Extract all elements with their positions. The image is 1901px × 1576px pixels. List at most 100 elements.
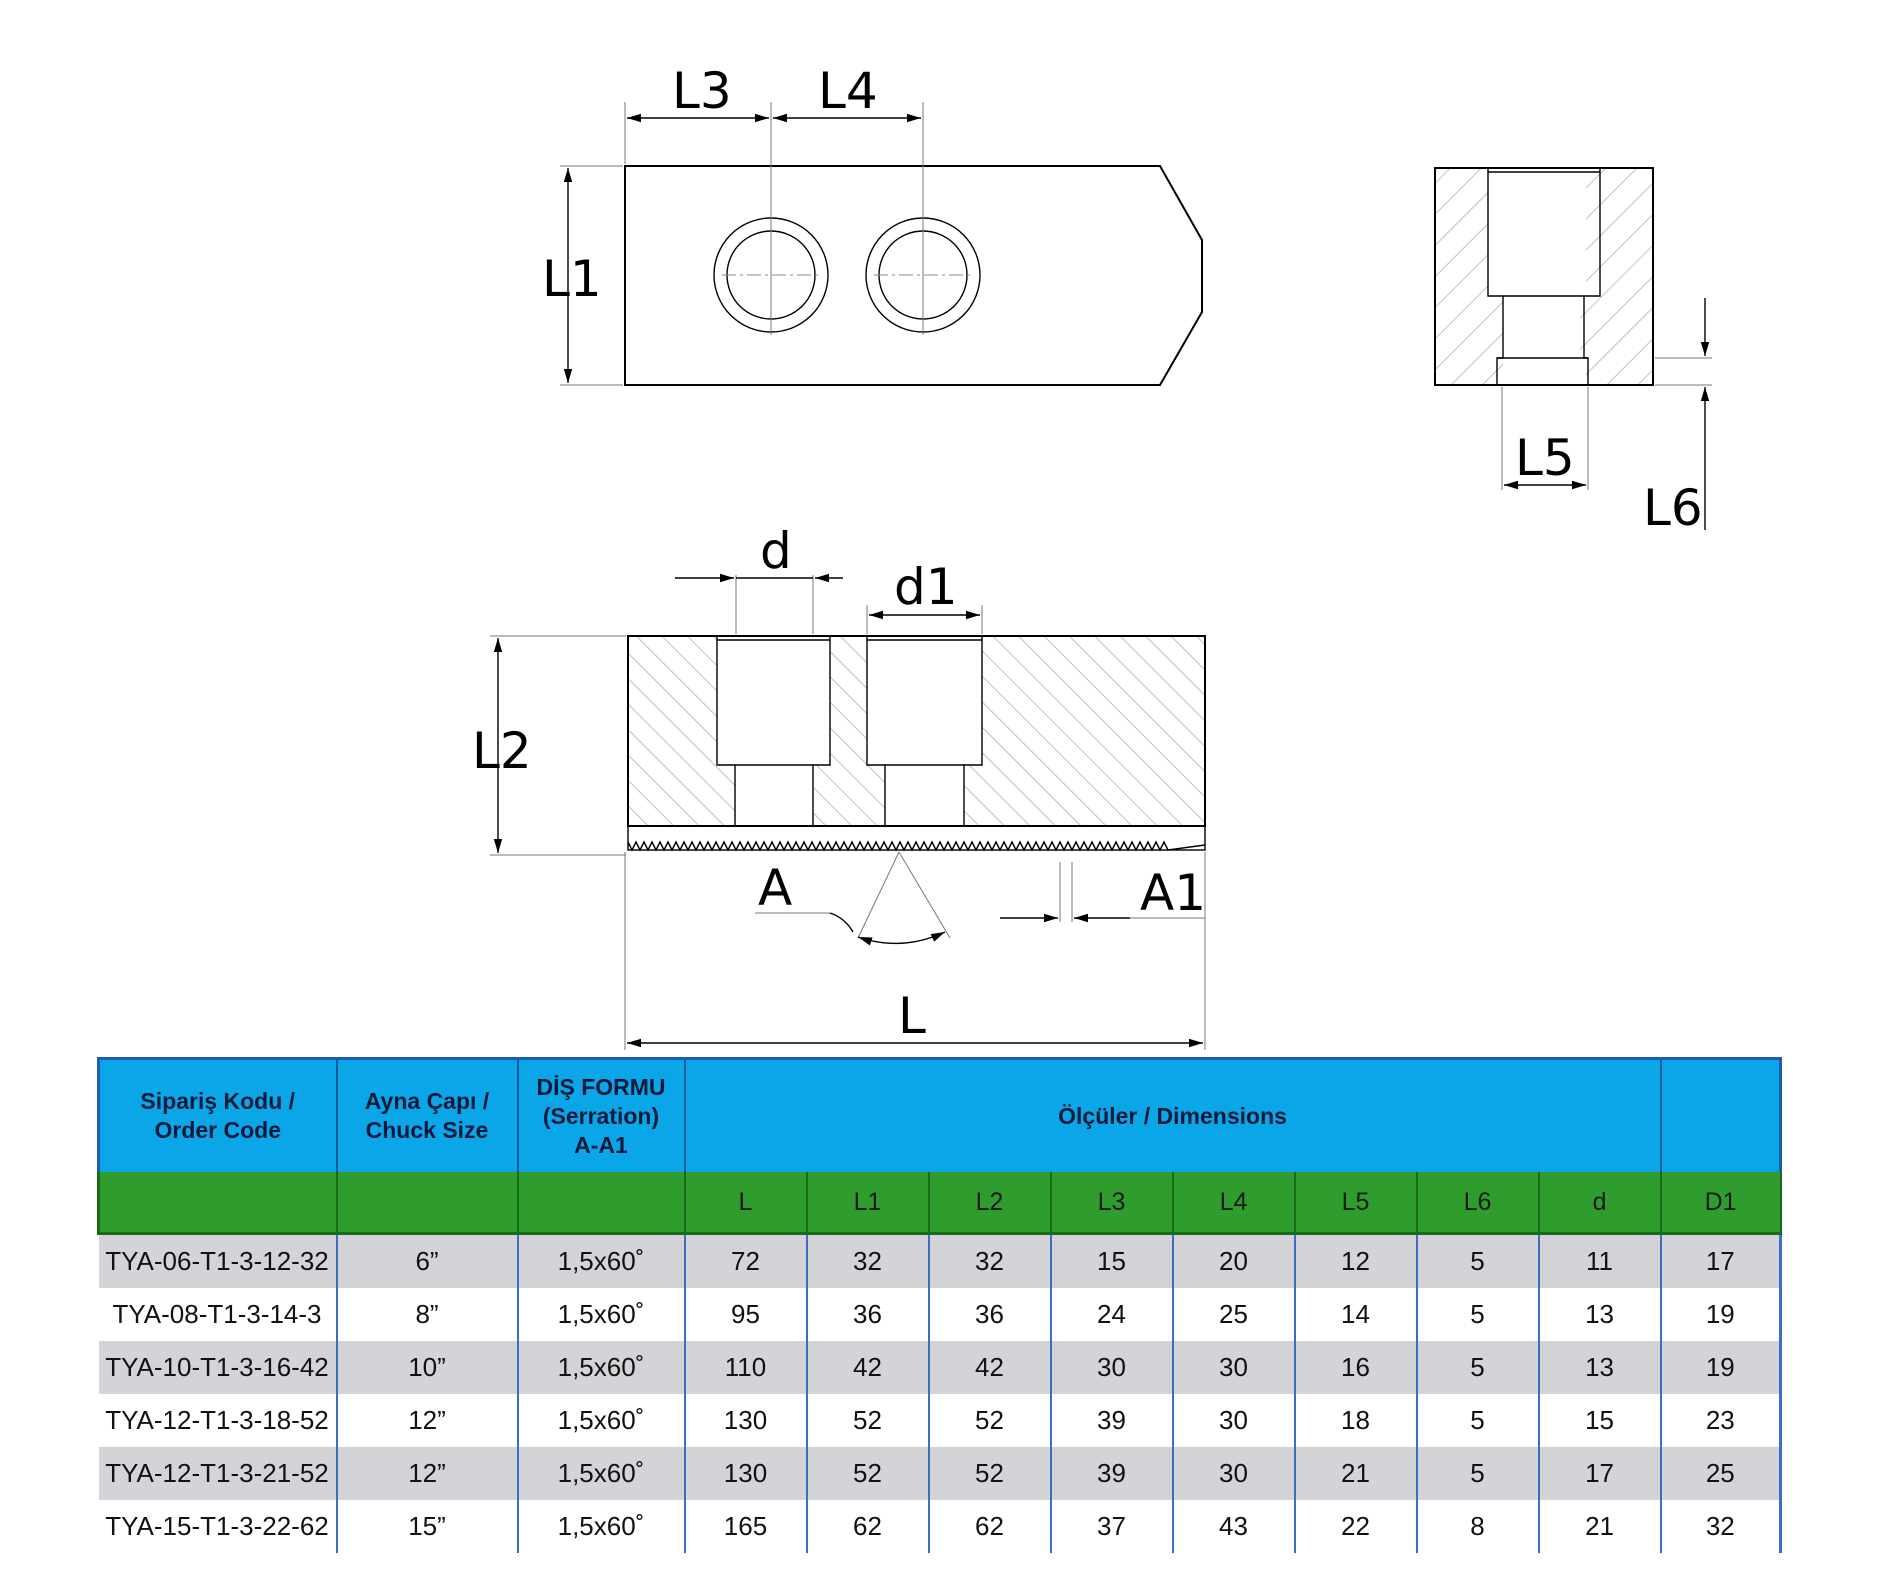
label-L: L xyxy=(898,987,926,1045)
cell-chuck-size: 12” xyxy=(336,1394,519,1447)
cell-value-l4: 30 xyxy=(1172,1341,1296,1394)
cell-value-l3: 24 xyxy=(1050,1288,1174,1341)
label-L6: L6 xyxy=(1643,479,1703,537)
cell-code: TYA-06-T1-3-12-32 xyxy=(98,1233,338,1288)
cell-value-l1: 32 xyxy=(806,1233,930,1288)
subheader-l: L xyxy=(684,1172,808,1235)
cell-value-d: 11 xyxy=(1538,1233,1662,1288)
cell-value-l5: 21 xyxy=(1294,1447,1418,1500)
cell-chuck-size: 8” xyxy=(336,1288,519,1341)
header-serration: DİŞ FORMU (Serration) A-A1 xyxy=(517,1057,686,1172)
cell-value-l: 95 xyxy=(684,1288,808,1341)
cell-value-l6: 5 xyxy=(1416,1233,1540,1288)
cell-value-l6: 5 xyxy=(1416,1394,1540,1447)
subheader-l3: L3 xyxy=(1050,1172,1174,1235)
subheader-d1: D1 xyxy=(1660,1172,1782,1235)
subheader-l4: L4 xyxy=(1172,1172,1296,1235)
cell-value-l1: 52 xyxy=(806,1394,930,1447)
cell-chuck-size: 10” xyxy=(336,1341,519,1394)
cell-value-l3: 39 xyxy=(1050,1394,1174,1447)
subheader-l2: L2 xyxy=(928,1172,1052,1235)
cell-value-d: 13 xyxy=(1538,1288,1662,1341)
cell-value-l4: 25 xyxy=(1172,1288,1296,1341)
end-view: L5 L6 xyxy=(1434,167,1712,537)
cell-value-l3: 30 xyxy=(1050,1341,1174,1394)
cell-value-d: 15 xyxy=(1538,1394,1662,1447)
cell-serration: 1,5x60˚ xyxy=(517,1447,686,1500)
cell-value-d1: 23 xyxy=(1660,1394,1783,1447)
subheader-blank xyxy=(517,1172,686,1235)
technical-drawing: L3 L4 L1 L5 L6 xyxy=(472,62,1712,1050)
cell-serration: 1,5x60˚ xyxy=(517,1394,686,1447)
cell-serration: 1,5x60˚ xyxy=(517,1288,686,1341)
cell-value-l4: 20 xyxy=(1172,1233,1296,1288)
label-L5: L5 xyxy=(1515,429,1575,487)
cell-code: TYA-10-T1-3-16-42 xyxy=(98,1341,338,1394)
cell-code: TYA-12-T1-3-21-52 xyxy=(98,1447,338,1500)
cell-value-d1: 25 xyxy=(1660,1447,1783,1500)
cell-value-l2: 36 xyxy=(928,1288,1052,1341)
label-A1: A1 xyxy=(1140,864,1206,922)
cell-value-d: 21 xyxy=(1538,1500,1662,1553)
cell-value-l5: 14 xyxy=(1294,1288,1418,1341)
cell-value-d1: 19 xyxy=(1660,1288,1783,1341)
cell-value-l1: 42 xyxy=(806,1341,930,1394)
subheader-blank xyxy=(336,1172,519,1235)
cell-value-l5: 16 xyxy=(1294,1341,1418,1394)
label-d1: d1 xyxy=(894,558,958,616)
cell-value-l: 130 xyxy=(684,1447,808,1500)
cell-chuck-size: 6” xyxy=(336,1233,519,1288)
cell-value-l6: 8 xyxy=(1416,1500,1540,1553)
cell-value-l3: 37 xyxy=(1050,1500,1174,1553)
cell-value-l1: 62 xyxy=(806,1500,930,1553)
cell-value-d: 13 xyxy=(1538,1341,1662,1394)
cell-value-l2: 52 xyxy=(928,1447,1052,1500)
cell-value-l3: 15 xyxy=(1050,1233,1174,1288)
cell-value-l: 110 xyxy=(684,1341,808,1394)
specification-table: Sipariş Kodu / Order Code Ayna Çapı / Ch… xyxy=(97,1057,1783,1553)
header-order-code: Sipariş Kodu / Order Code xyxy=(97,1057,338,1172)
cell-value-l3: 39 xyxy=(1050,1447,1174,1500)
subheader-l5: L5 xyxy=(1294,1172,1418,1235)
cell-chuck-size: 15” xyxy=(336,1500,519,1553)
cell-serration: 1,5x60˚ xyxy=(517,1500,686,1553)
cell-value-l1: 36 xyxy=(806,1288,930,1341)
cell-value-l1: 52 xyxy=(806,1447,930,1500)
cell-value-d1: 17 xyxy=(1660,1233,1783,1288)
subheader-d: d xyxy=(1538,1172,1662,1235)
subheader-blank xyxy=(97,1172,338,1235)
cell-value-l2: 42 xyxy=(928,1341,1052,1394)
header-dimensions: Ölçüler / Dimensions xyxy=(684,1057,1662,1172)
cell-value-l6: 5 xyxy=(1416,1288,1540,1341)
cell-value-l4: 30 xyxy=(1172,1394,1296,1447)
cell-value-l5: 18 xyxy=(1294,1394,1418,1447)
cell-chuck-size: 12” xyxy=(336,1447,519,1500)
cell-code: TYA-15-T1-3-22-62 xyxy=(98,1500,338,1553)
subheader-l1: L1 xyxy=(806,1172,930,1235)
cell-value-l4: 43 xyxy=(1172,1500,1296,1553)
label-d: d xyxy=(760,522,792,580)
section-view: d d1 L2 A A1 L xyxy=(472,522,1206,1050)
cell-value-d: 17 xyxy=(1538,1447,1662,1500)
header-extra xyxy=(1660,1057,1783,1172)
cell-value-l5: 12 xyxy=(1294,1233,1418,1288)
cell-serration: 1,5x60˚ xyxy=(517,1233,686,1288)
header-chuck-size: Ayna Çapı / Chuck Size xyxy=(336,1057,519,1172)
label-L1: L1 xyxy=(542,250,602,308)
cell-value-l2: 32 xyxy=(928,1233,1052,1288)
subheader-l6: L6 xyxy=(1416,1172,1540,1235)
cell-value-l6: 5 xyxy=(1416,1447,1540,1500)
label-A: A xyxy=(758,859,792,917)
cell-value-l5: 22 xyxy=(1294,1500,1418,1553)
cell-code: TYA-12-T1-3-18-52 xyxy=(98,1394,338,1447)
cell-value-l: 165 xyxy=(684,1500,808,1553)
top-view: L3 L4 L1 xyxy=(542,62,1203,386)
cell-value-l: 72 xyxy=(684,1233,808,1288)
label-L2: L2 xyxy=(472,722,532,780)
